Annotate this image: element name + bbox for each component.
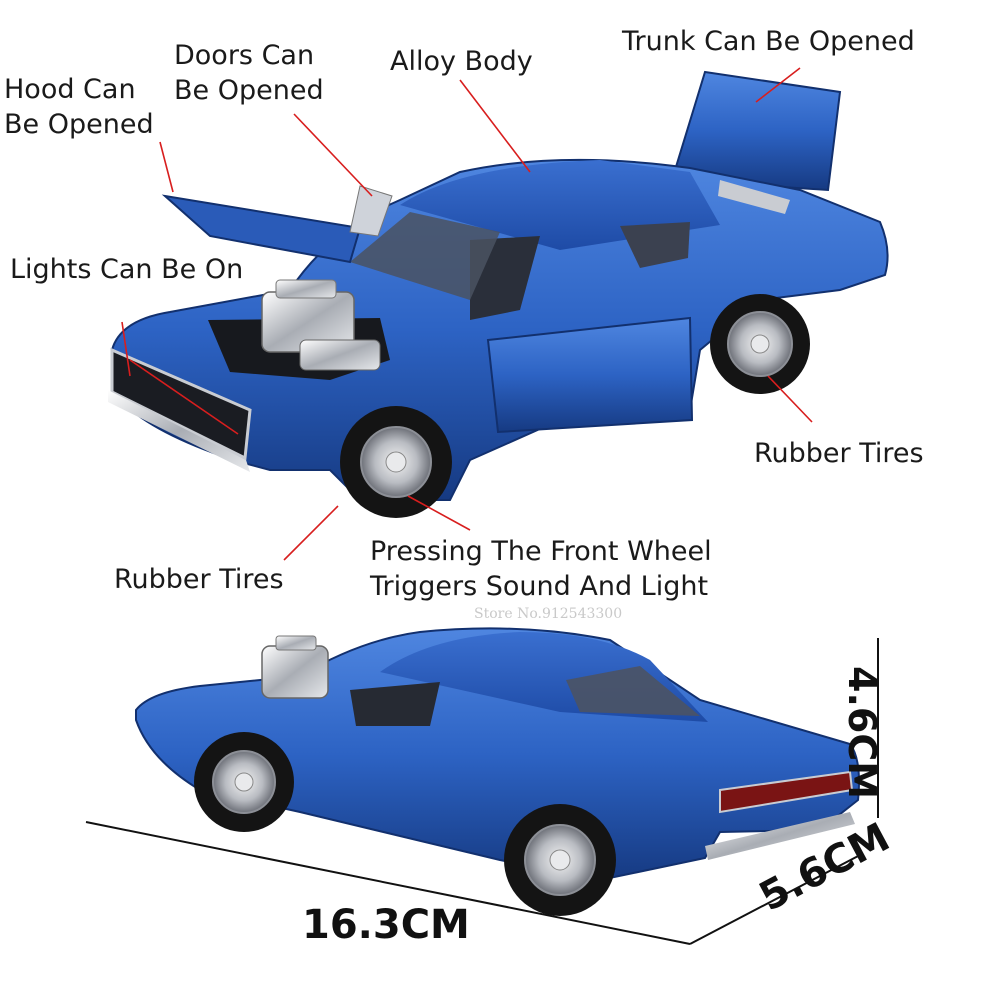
leader-rubber-right	[767, 375, 813, 423]
label-doors-line1: Doors Can	[174, 40, 315, 71]
label-hood: Hood Can Be Opened	[4, 72, 154, 142]
hood-panel	[161, 194, 362, 264]
label-lights: Lights Can Be On	[10, 254, 244, 285]
engine-chrome	[261, 279, 381, 371]
label-doors: Doors Can Be Opened	[174, 38, 324, 108]
leader-trunk	[755, 67, 801, 103]
leader-doors	[293, 113, 373, 197]
length-line	[85, 821, 691, 945]
label-press-line2: Triggers Sound And Light	[370, 571, 709, 602]
store-watermark: Store No.912543300	[474, 606, 623, 622]
label-press-line1: Pressing The Front Wheel	[370, 536, 712, 567]
front-grille	[110, 347, 252, 461]
label-alloy-body: Alloy Body	[390, 46, 533, 77]
front-bumper	[108, 390, 250, 472]
car-top-view	[108, 70, 889, 518]
rear-wheel-top	[710, 294, 810, 394]
dimension-height: 4.6CM	[840, 666, 884, 800]
open-door	[486, 316, 694, 434]
car-bottom-view	[135, 627, 860, 916]
engine-chrome-lower	[261, 635, 329, 699]
side-window-lower	[350, 682, 440, 726]
dimension-lines	[85, 638, 879, 945]
trunk-hinge	[718, 180, 790, 214]
front-wheel-top	[340, 406, 452, 518]
label-rubber-tires-right: Rubber Tires	[754, 438, 924, 469]
leader-lines	[121, 67, 813, 561]
leader-press	[407, 495, 471, 531]
door-frame	[349, 185, 393, 237]
dimension-length: 16.3CM	[302, 902, 470, 948]
width-line	[689, 853, 863, 945]
label-doors-line2: Be Opened	[174, 75, 324, 106]
label-rubber-tires-left: Rubber Tires	[114, 564, 284, 595]
label-hood-line2: Be Opened	[4, 109, 154, 140]
leader-lights-2	[129, 359, 239, 435]
rear-wheel-bottom	[504, 804, 616, 916]
label-pressing-front-wheel: Pressing The Front Wheel Triggers Sound …	[370, 534, 712, 604]
windshield	[350, 212, 500, 300]
label-hood-line1: Hood Can	[4, 74, 136, 105]
label-trunk: Trunk Can Be Opened	[622, 26, 915, 57]
leader-hood	[159, 141, 174, 193]
tail-lights	[719, 770, 854, 814]
rear-window-lower	[566, 666, 700, 716]
rear-window	[620, 222, 690, 268]
rear-bumper	[705, 812, 855, 860]
leader-alloy	[459, 79, 531, 173]
trunk-lid	[670, 70, 842, 192]
leader-rubber-left	[283, 505, 339, 561]
leader-lights-1	[121, 321, 131, 377]
front-wheel-bottom	[194, 732, 294, 832]
